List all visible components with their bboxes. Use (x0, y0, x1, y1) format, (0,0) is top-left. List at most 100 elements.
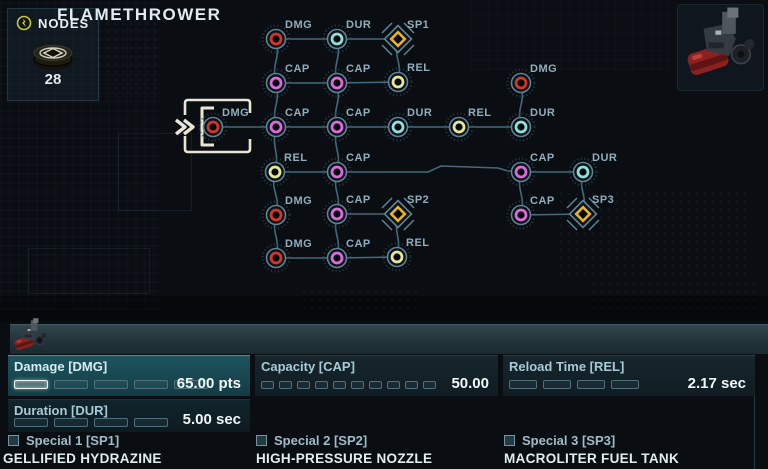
tree-node-label: SP3 (592, 194, 614, 206)
duration-label: Duration [DUR] (14, 403, 108, 418)
node-fuzz-ring (322, 24, 352, 54)
special-3-name: MACROLITER FUEL TANK (504, 451, 679, 466)
node-fuzz-ring (261, 112, 291, 142)
tree-node-label: DUR (346, 19, 371, 31)
damage-value: 65.00 pts (176, 375, 241, 392)
node-fuzz-ring (261, 68, 291, 98)
stat-segment (54, 380, 88, 389)
tree-node-dmg[interactable]: DMG (261, 238, 313, 273)
special-2-checkbox[interactable] (256, 434, 267, 446)
tree-node-cap[interactable]: CAP (322, 152, 371, 187)
stat-segment (14, 418, 48, 427)
node-fuzz-ring (322, 68, 352, 98)
weapon-thumbnail-panel (677, 4, 764, 91)
stat-segment (423, 381, 436, 389)
tree-node-dur[interactable]: DUR (568, 152, 618, 187)
stat-segment (509, 380, 537, 389)
duration-value: 5.00 sec (182, 411, 241, 428)
special-3-block: Special 3 [SP3] MACROLITER FUEL TANK (504, 432, 744, 466)
tree-node-label: REL (407, 62, 431, 74)
diamond-corner-ticks (381, 22, 415, 56)
start-arrow-icon (174, 118, 195, 136)
tree-node-cap[interactable]: CAP (322, 238, 371, 273)
special-1-block: Special 1 [SP1] GELLIFIED HYDRAZINE (3, 432, 248, 467)
tree-node-cap[interactable]: CAP (506, 195, 555, 230)
node-fuzz-ring (382, 242, 412, 272)
tree-node-label: SP2 (407, 194, 429, 206)
tree-node-label: REL (284, 152, 308, 164)
tree-edge (337, 165, 522, 173)
tree-node-dur[interactable]: DUR (383, 107, 433, 142)
tree-node-label: CAP (346, 152, 371, 164)
tree-node-label: DMG (530, 63, 557, 75)
capacity-stat-panel[interactable]: Capacity [CAP] 50.00 (255, 355, 498, 396)
upgrade-tree: DMG CAP CAP DUR REL DUR CAP CAP REL DMG DMG DUR SP1R… (174, 19, 618, 273)
stat-segment (261, 381, 274, 389)
tree-node-label: REL (406, 237, 430, 249)
tree-node-dur[interactable]: DUR (506, 107, 556, 142)
tree-node-sp1[interactable]: SP1 (381, 19, 429, 56)
reload-stat-panel[interactable]: Reload Time [REL] 2.17 sec (503, 355, 755, 396)
node-fuzz-ring (568, 157, 598, 187)
stat-segment (174, 380, 208, 389)
tree-node-rel[interactable]: REL (383, 62, 431, 97)
damage-segment-bar (14, 380, 214, 389)
tree-node-rel[interactable]: REL (382, 237, 430, 272)
stat-segment (611, 380, 639, 389)
node-fuzz-ring (260, 157, 290, 187)
damage-stat-panel[interactable]: Damage [DMG] 65.00 pts (8, 355, 250, 396)
tree-node-cap[interactable]: CAP (261, 107, 310, 142)
tree-node-label: REL (468, 107, 492, 119)
stat-segment (405, 381, 418, 389)
tree-node-label: SP1 (407, 19, 429, 31)
diamond-corner-ticks (381, 197, 415, 231)
tree-node-label: DUR (592, 152, 617, 164)
tree-node-label: DMG (285, 19, 312, 31)
special-1-name: GELLIFIED HYDRAZINE (3, 451, 162, 466)
node-fuzz-ring (383, 67, 413, 97)
node-fuzz-ring (322, 199, 352, 229)
tree-node-dmg[interactable]: DMG (506, 63, 558, 98)
special-2-label: Special 2 [SP2] (274, 432, 368, 448)
tree-node-rel[interactable]: REL (444, 107, 492, 142)
tree-node-label: CAP (346, 107, 371, 119)
tree-node-label: CAP (285, 107, 310, 119)
tree-node-cap[interactable]: CAP (322, 63, 371, 98)
tree-node-cap[interactable]: CAP (506, 152, 555, 187)
stat-segment (543, 380, 571, 389)
node-currency-icon (33, 45, 73, 70)
node-fuzz-ring (198, 112, 228, 142)
tree-node-dmg[interactable]: DMG (261, 195, 313, 230)
damage-label: Damage [DMG] (14, 359, 108, 374)
duration-stat-panel[interactable]: Duration [DUR] 5.00 sec (8, 399, 250, 432)
reload-segment-bar (509, 380, 645, 389)
special-1-checkbox[interactable] (8, 434, 19, 446)
stat-segment (94, 380, 128, 389)
weapon-title-bar (10, 324, 768, 354)
node-fuzz-ring (506, 112, 536, 142)
tree-node-sp2[interactable]: SP2 (381, 194, 429, 231)
tree-node-cap[interactable]: CAP (322, 107, 371, 142)
tree-node-sp3[interactable]: SP3 (566, 194, 614, 231)
tree-node-label: CAP (530, 152, 555, 164)
special-3-checkbox[interactable] (504, 434, 515, 446)
stat-segment (577, 380, 605, 389)
weapon-name: FLAMETHROWER (57, 5, 222, 24)
special-3-label: Special 3 [SP3] (522, 432, 616, 448)
tree-node-dur[interactable]: DUR (322, 19, 372, 54)
tree-node-dmg[interactable]: DMG (261, 19, 313, 54)
tree-node-cap[interactable]: CAP (322, 194, 371, 229)
node-fuzz-ring (506, 200, 536, 230)
reload-label: Reload Time [REL] (509, 359, 625, 374)
stat-segment (134, 418, 168, 427)
stat-segment (333, 381, 346, 389)
tree-node-label: DMG (222, 107, 249, 119)
stat-segment (315, 381, 328, 389)
tree-node-rel[interactable]: REL (260, 152, 308, 187)
tree-node-cap[interactable]: CAP (261, 63, 310, 98)
node-fuzz-ring (261, 200, 291, 230)
tree-node-dmg-start[interactable]: DMG (198, 107, 250, 142)
start-node-frame (174, 98, 252, 154)
node-fuzz-ring (322, 243, 352, 273)
